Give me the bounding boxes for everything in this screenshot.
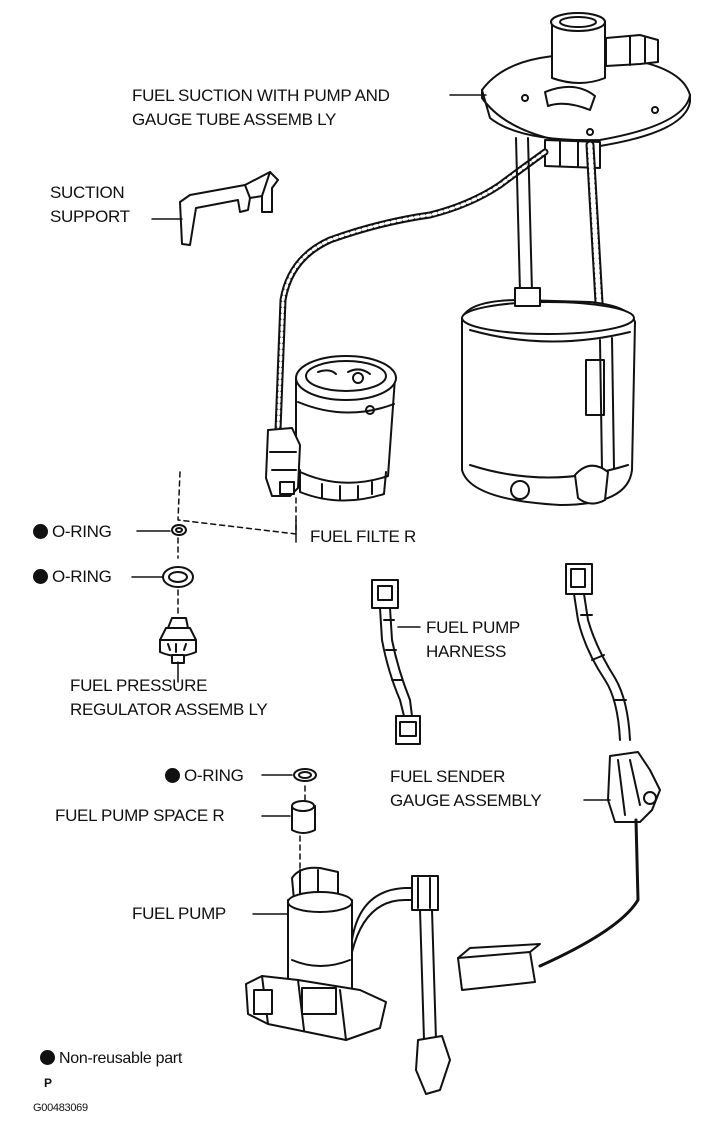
suction-support-drawing xyxy=(179,171,279,246)
label-text: O-RING xyxy=(52,567,112,586)
non-reusable-bullet-icon xyxy=(33,524,48,539)
fuel-pump-drawing xyxy=(245,866,451,1095)
label-o-ring-3: O-RING xyxy=(165,764,244,788)
non-reusable-bullet-icon xyxy=(40,1050,55,1065)
label-line: SUPPORT xyxy=(50,207,130,226)
label-line: FUEL FILTE R xyxy=(310,527,416,546)
label-fuel-sender-gauge: FUEL SENDER GAUGE ASSEMBLY xyxy=(390,765,542,813)
label-line: FUEL SUCTION WITH PUMP AND xyxy=(132,86,390,105)
fuel-sender-gauge-drawing xyxy=(457,563,661,991)
fuel-pressure-regulator-drawing xyxy=(159,617,197,664)
label-text: O-RING xyxy=(52,522,112,541)
legend-non-reusable: Non-reusable part xyxy=(40,1047,182,1071)
legend-p-text: P xyxy=(44,1076,52,1090)
label-line: FUEL PRESSURE xyxy=(70,676,208,695)
label-fuel-pump-harness: FUEL PUMP HARNESS xyxy=(426,616,520,664)
label-line: FUEL PUMP SPACE R xyxy=(55,806,225,825)
fuel-pump-harness-drawing xyxy=(371,579,421,745)
alignment-lines xyxy=(177,471,306,869)
non-reusable-bullet-icon xyxy=(165,768,180,783)
o-ring-drawings xyxy=(162,524,317,782)
label-line: GAUGE TUBE ASSEMB LY xyxy=(132,110,337,129)
label-fuel-pump: FUEL PUMP xyxy=(132,902,226,926)
label-fuel-pressure-regulator: FUEL PRESSURE REGULATOR ASSEMB LY xyxy=(70,674,268,722)
label-line: SUCTION xyxy=(50,183,125,202)
label-fuel-suction-assembly: FUEL SUCTION WITH PUMP AND GAUGE TUBE AS… xyxy=(132,84,390,132)
figure-code-text: G00483069 xyxy=(33,1102,88,1114)
fuel-filter-drawing xyxy=(265,355,397,502)
leader-lines xyxy=(131,94,611,915)
label-o-ring-2: O-RING xyxy=(33,565,112,589)
fuel-pump-spacer-drawing xyxy=(291,800,316,834)
figure-code: G00483069 xyxy=(33,1101,88,1115)
label-fuel-pump-spacer: FUEL PUMP SPACE R xyxy=(55,804,225,828)
legend-p-mark: P xyxy=(44,1076,52,1090)
label-o-ring-1: O-RING xyxy=(33,520,112,544)
label-fuel-filter: FUEL FILTE R xyxy=(310,525,416,549)
label-line: REGULATOR ASSEMB LY xyxy=(70,700,268,719)
fuel-suction-assembly-drawing xyxy=(274,12,691,506)
label-text: O-RING xyxy=(184,766,244,785)
non-reusable-bullet-icon xyxy=(33,569,48,584)
label-line: FUEL PUMP xyxy=(132,904,226,923)
label-line: FUEL SENDER xyxy=(390,767,506,786)
legend-text: Non-reusable part xyxy=(59,1050,182,1067)
label-line: GAUGE ASSEMBLY xyxy=(390,791,542,810)
label-line: FUEL PUMP xyxy=(426,618,520,637)
label-suction-support: SUCTION SUPPORT xyxy=(50,181,130,229)
label-line: HARNESS xyxy=(426,642,507,661)
